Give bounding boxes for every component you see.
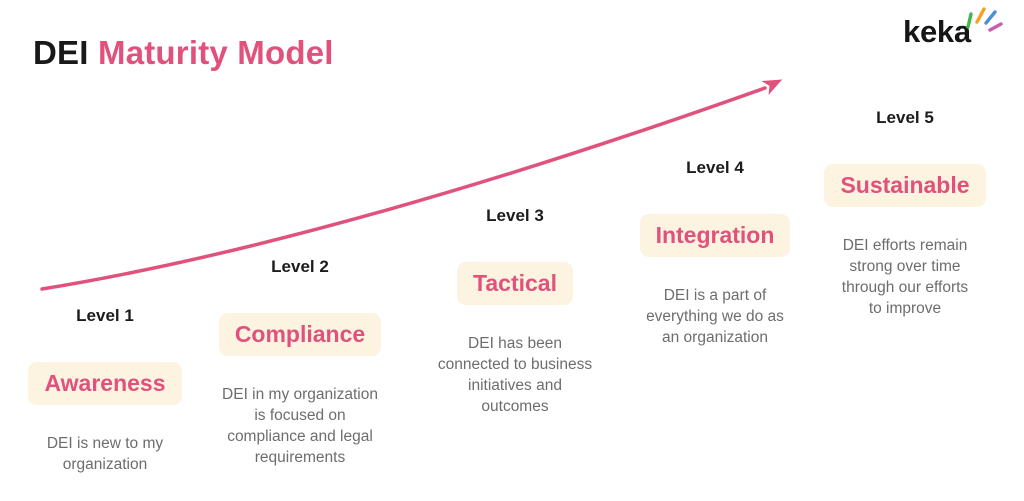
arrowhead bbox=[761, 79, 783, 95]
level-1-description: DEI is new to my organization bbox=[46, 435, 164, 473]
title-prefix: DEI bbox=[33, 34, 89, 71]
title-highlight: Maturity Model bbox=[98, 34, 334, 71]
sparkle-ray-pink bbox=[988, 22, 1003, 32]
level-1-badge: Awareness bbox=[28, 362, 182, 405]
level-column-5: Level 5 Sustainable DEI efforts remain s… bbox=[810, 108, 1000, 319]
level-3-description: DEI has been connected to business initi… bbox=[437, 335, 593, 415]
level-3-badge: Tactical bbox=[457, 262, 573, 305]
keka-wordmark: keka bbox=[903, 14, 971, 49]
level-column-1: Level 1 Awareness DEI is new to my organ… bbox=[10, 306, 200, 475]
level-2-description: DEI in my organization is focused on com… bbox=[222, 386, 378, 466]
level-4-description: DEI is a part of everything we do as an … bbox=[646, 287, 784, 346]
sparkle-ray-green bbox=[966, 12, 973, 29]
level-column-3: Level 3 Tactical DEI has been connected … bbox=[420, 206, 610, 417]
level-5-badge: Sustainable bbox=[824, 164, 986, 207]
page-title: DEI Maturity Model bbox=[33, 34, 334, 72]
level-column-4: Level 4 Integration DEI is a part of eve… bbox=[620, 158, 810, 348]
level-4-badge: Integration bbox=[639, 214, 791, 257]
level-2-label: Level 2 bbox=[271, 257, 329, 276]
sparkle-ray-orange bbox=[975, 7, 986, 24]
level-5-description: DEI efforts remain strong over time thro… bbox=[841, 237, 969, 317]
level-2-badge: Compliance bbox=[218, 313, 382, 356]
level-4-label: Level 4 bbox=[686, 158, 744, 177]
level-column-2: Level 2 Compliance DEI in my organizatio… bbox=[205, 257, 395, 468]
keka-logo: keka bbox=[900, 2, 1010, 54]
keka-sparkle-icon bbox=[966, 7, 1003, 32]
level-1-label: Level 1 bbox=[76, 306, 134, 325]
sparkle-ray-blue bbox=[984, 10, 997, 25]
title-space bbox=[89, 34, 98, 71]
level-3-label: Level 3 bbox=[486, 206, 544, 225]
level-5-label: Level 5 bbox=[876, 108, 934, 127]
